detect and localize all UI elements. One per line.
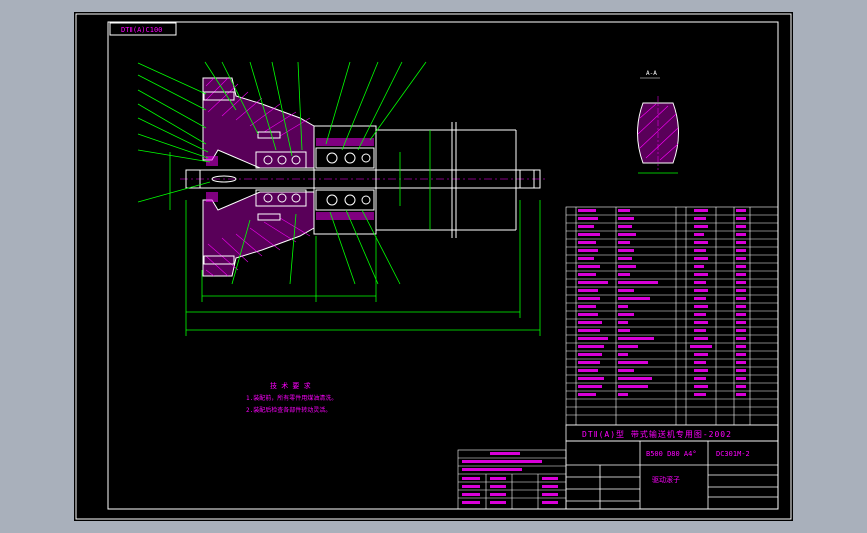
revision-entries [462,452,558,504]
bolt-upper [203,91,235,101]
bolt-lower [203,255,235,265]
outer-frame [75,13,792,520]
parts-list-rows [566,214,778,416]
part-name: 驱动滚子 [652,475,680,484]
assembly-view [137,61,548,336]
notes-line-1: 1.装配前，所有零件用煤油清洗。 [246,394,337,402]
part-code: DC301M-2 [716,450,750,458]
spec-text: B500 D80 A4° [646,450,697,458]
roller-shell [313,122,517,238]
bearing-right [315,147,375,211]
section-label: A-A [646,70,657,77]
shaft-end-left [185,169,201,189]
section-view: A-A [637,70,679,174]
technical-notes: 技 术 要 求 1.装配前，所有零件用煤油清洗。 2.装配后检查各部件转动灵活。 [246,381,337,414]
bearing-left [255,151,307,207]
keyway [211,175,237,183]
dimension-lines [137,61,541,336]
notes-line-2: 2.装配后检查各部件转动灵活。 [246,406,331,414]
cad-viewport[interactable] [74,12,793,521]
notes-title: 技 术 要 求 [270,381,311,390]
corner-label-box [109,22,177,36]
parts-list-entries [578,209,746,396]
shaft-end-right [519,169,535,189]
corner-label: DTⅡ(A)C100 [121,26,162,34]
revision-table [457,449,567,510]
screw-upper [257,131,281,139]
series-title: DTⅡ(A)型 带式输送机专用图-2002 [582,429,732,439]
screw-lower [257,213,281,221]
